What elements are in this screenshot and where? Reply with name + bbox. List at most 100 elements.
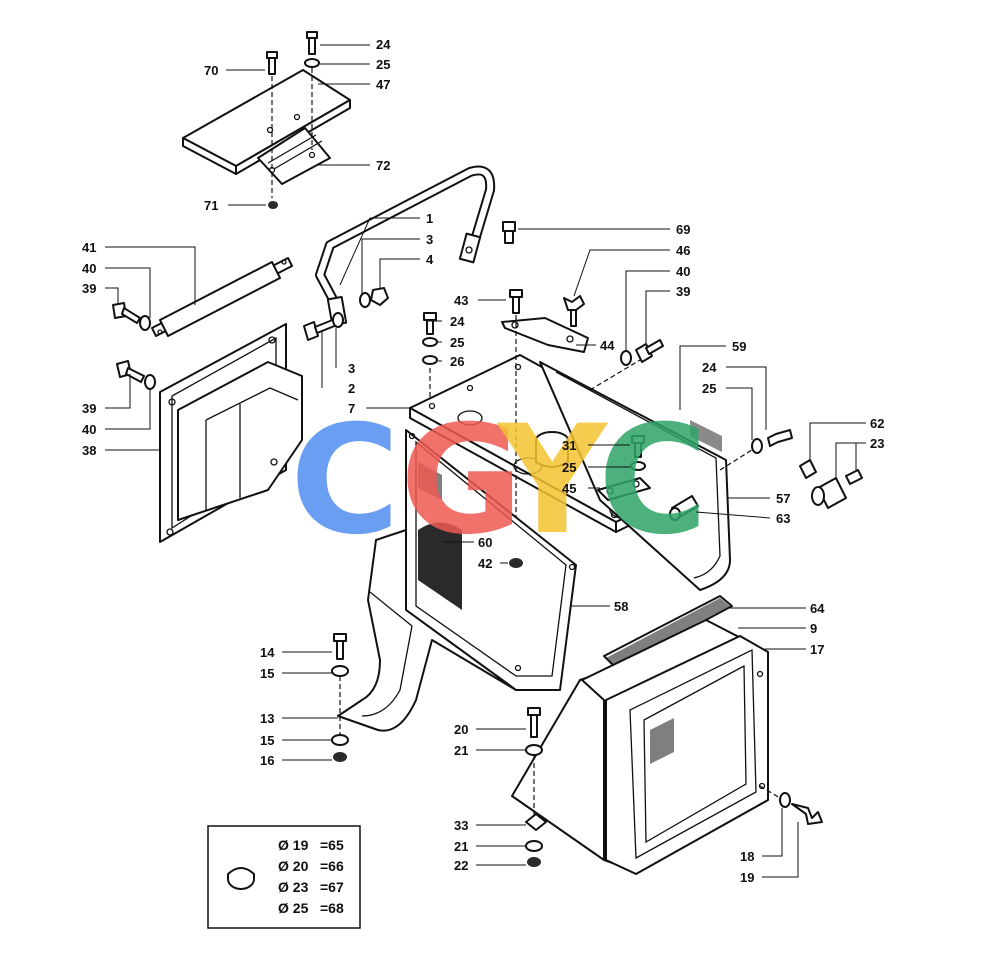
washer-40-right [620,350,632,366]
table-part-68: =68 [320,900,344,916]
nut-42 [509,558,523,568]
callout-43: 43 [454,293,468,308]
vent-panel-38 [159,323,303,543]
watermark-letter-y: Y [496,394,609,568]
callout-1: 1 [426,211,433,226]
plug-size-table: Ø 19 =65 Ø 20 =66 Ø 23 =67 Ø 25 =68 [207,825,361,929]
table-part-66: =66 [320,858,344,874]
callout-23: 23 [870,436,884,451]
leader-lines [105,44,866,878]
callout-57: 57 [776,491,790,506]
callout-17: 17 [810,642,824,657]
bolt-39-right [635,339,664,363]
callout-25-center: 25 [562,460,576,475]
callout-25-middle: 25 [450,335,464,350]
callout-21-bottom: 21 [454,839,468,854]
bolt-19 [791,803,823,825]
callout-9: 9 [810,621,817,636]
callout-46: 46 [676,243,690,258]
callout-40-panel: 40 [82,422,96,437]
bracket-44 [501,317,589,353]
callout-42: 42 [478,556,492,571]
plate-33 [525,813,547,831]
callout-3-top: 3 [426,232,433,247]
wing-screw-46 [563,295,585,327]
callout-72: 72 [376,158,390,173]
callout-60: 60 [478,535,492,550]
valve-63 [669,495,699,521]
callout-21-top: 21 [454,743,468,758]
bushing-62 [799,459,817,479]
washer-21-top [525,744,543,756]
bolt-39-left [112,302,141,324]
callout-13: 13 [260,711,274,726]
bolt-43 [509,289,523,314]
table-dia-23: Ø 23 [278,879,309,895]
plate-45 [597,477,651,501]
callout-19: 19 [740,870,754,885]
bolt-31 [631,435,645,458]
table-dia-19: Ø 19 [278,837,309,853]
callout-41: 41 [82,240,96,255]
bolt-24-right [767,429,793,447]
callout-24-top: 24 [376,37,391,52]
callout-63: 63 [776,511,790,526]
callout-58: 58 [614,599,628,614]
callout-15-bottom: 15 [260,733,274,748]
callout-7: 7 [348,401,355,416]
callout-38: 38 [82,443,96,458]
callout-20: 20 [454,722,468,737]
bolt-24-middle [423,312,437,335]
rod-41 [151,257,293,337]
callout-70: 70 [204,63,218,78]
valve-assembly-23 [811,469,863,509]
callout-18: 18 [740,849,754,864]
callout-64: 64 [810,601,825,616]
callout-39-right: 39 [676,284,690,299]
callout-16: 16 [260,753,274,768]
callout-24-middle: 24 [450,314,465,329]
callout-2: 2 [348,381,355,396]
tank-17 [511,619,769,875]
nut-16 [333,752,347,762]
callout-4: 4 [426,252,434,267]
callout-59: 59 [732,339,746,354]
watermark-letter-c1: C [290,394,400,568]
table-part-65: =65 [320,837,344,853]
callout-3-bottom: 3 [348,361,355,376]
callout-22: 22 [454,858,468,873]
callout-44: 44 [600,338,615,353]
side-wall-59 [539,361,731,591]
strip-64 [603,595,733,669]
washer-15-bottom [331,734,349,746]
callout-25-top: 25 [376,57,390,72]
callout-39-left: 39 [82,281,96,296]
nut-4 [370,287,389,306]
washer-40-panel [144,374,156,390]
table-dia-25: Ø 25 [278,900,309,916]
table-dia-20: Ø 20 [278,858,309,874]
watermark-letter-g: G [400,394,523,568]
bolt-2 [303,318,338,341]
washer-26 [422,355,438,365]
nut-71 [268,201,278,209]
callout-47: 47 [376,77,390,92]
callout-71: 71 [204,198,218,213]
callout-26: 26 [450,354,464,369]
table-part-67: =67 [320,879,344,895]
callout-labels: 24 25 47 70 72 71 69 1 3 4 46 40 39 41 4… [82,37,884,885]
washer-25-middle [422,337,438,347]
chute-13 [337,529,517,732]
lid-plate-47 [182,69,351,185]
cap-69 [502,221,516,244]
washer-25-right-inner [630,461,646,471]
bolt-14 [333,633,347,660]
washer-21-bottom [525,840,543,852]
callout-31: 31 [562,438,576,453]
washer-25-right [751,438,763,454]
washer-3-bottom [332,312,344,328]
filler-neck-31 [535,431,569,468]
callout-45: 45 [562,481,576,496]
